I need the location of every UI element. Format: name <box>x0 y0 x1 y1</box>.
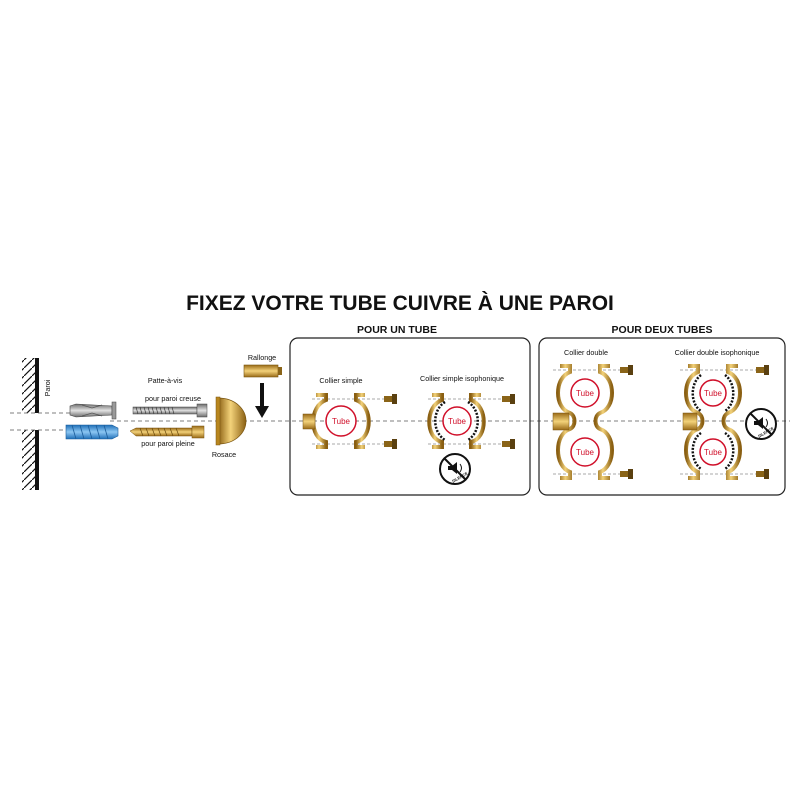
collier-simple: Tube <box>302 393 397 449</box>
hollow-wall-label: pour paroi creuse <box>145 394 201 403</box>
collier-double: Tube Tube <box>552 364 633 480</box>
collier-double-iso: Tube Tube <box>680 364 769 480</box>
bolt-icon <box>620 469 633 479</box>
section-double-title: POUR DEUX TUBES <box>612 324 713 336</box>
hollow-wall-anchor <box>69 401 117 420</box>
solid-wall-label: pour paroi pleine <box>141 439 195 448</box>
bolt-icon <box>502 439 515 449</box>
rallonge-label: Rallonge <box>248 353 276 362</box>
wall-label: Paroi <box>43 379 52 396</box>
tube-label: Tube <box>448 417 466 426</box>
patte-a-vis-label: Patte-à-vis <box>148 376 183 385</box>
section-single-tube: POUR UN TUBE <box>289 324 531 496</box>
bolt-icon <box>384 439 397 449</box>
tube-label: Tube <box>576 389 594 398</box>
silence-icon: SILENCE <box>439 453 471 485</box>
collier-simple-iso: Tube <box>427 393 515 449</box>
section-single-title: POUR UN TUBE <box>357 324 437 336</box>
rosace <box>215 396 247 446</box>
section-two-tubes: POUR DEUX TUBES <box>538 324 786 496</box>
collier-double-iso-label: Collier double isophonique <box>675 348 760 357</box>
bolt-icon <box>502 394 515 404</box>
page-title: FIXEZ VOTRE TUBE CUIVRE À UNE PAROI <box>186 292 614 315</box>
solid-wall-screw <box>129 425 205 439</box>
axis-lines <box>10 412 790 431</box>
wall-plug-blue <box>65 424 119 440</box>
rosace-label: Rosace <box>212 450 236 459</box>
hollow-wall-screw <box>132 403 208 418</box>
collier-simple-iso-label: Collier simple isophonique <box>420 374 504 383</box>
bolt-icon <box>620 365 633 375</box>
bolt-icon <box>756 469 769 479</box>
bolt-icon <box>756 365 769 375</box>
wall: Paroi <box>14 358 52 490</box>
silence-icon: SILENCE <box>745 408 777 440</box>
tube-label: Tube <box>332 417 350 426</box>
tube-label: Tube <box>576 448 594 457</box>
bolt-icon <box>384 394 397 404</box>
tube-label: Tube <box>704 389 722 398</box>
rallonge <box>243 364 282 378</box>
arrow-down-icon <box>255 383 269 418</box>
tube-label: Tube <box>704 448 722 457</box>
collier-simple-label: Collier simple <box>319 376 362 385</box>
collier-double-label: Collier double <box>564 348 608 357</box>
